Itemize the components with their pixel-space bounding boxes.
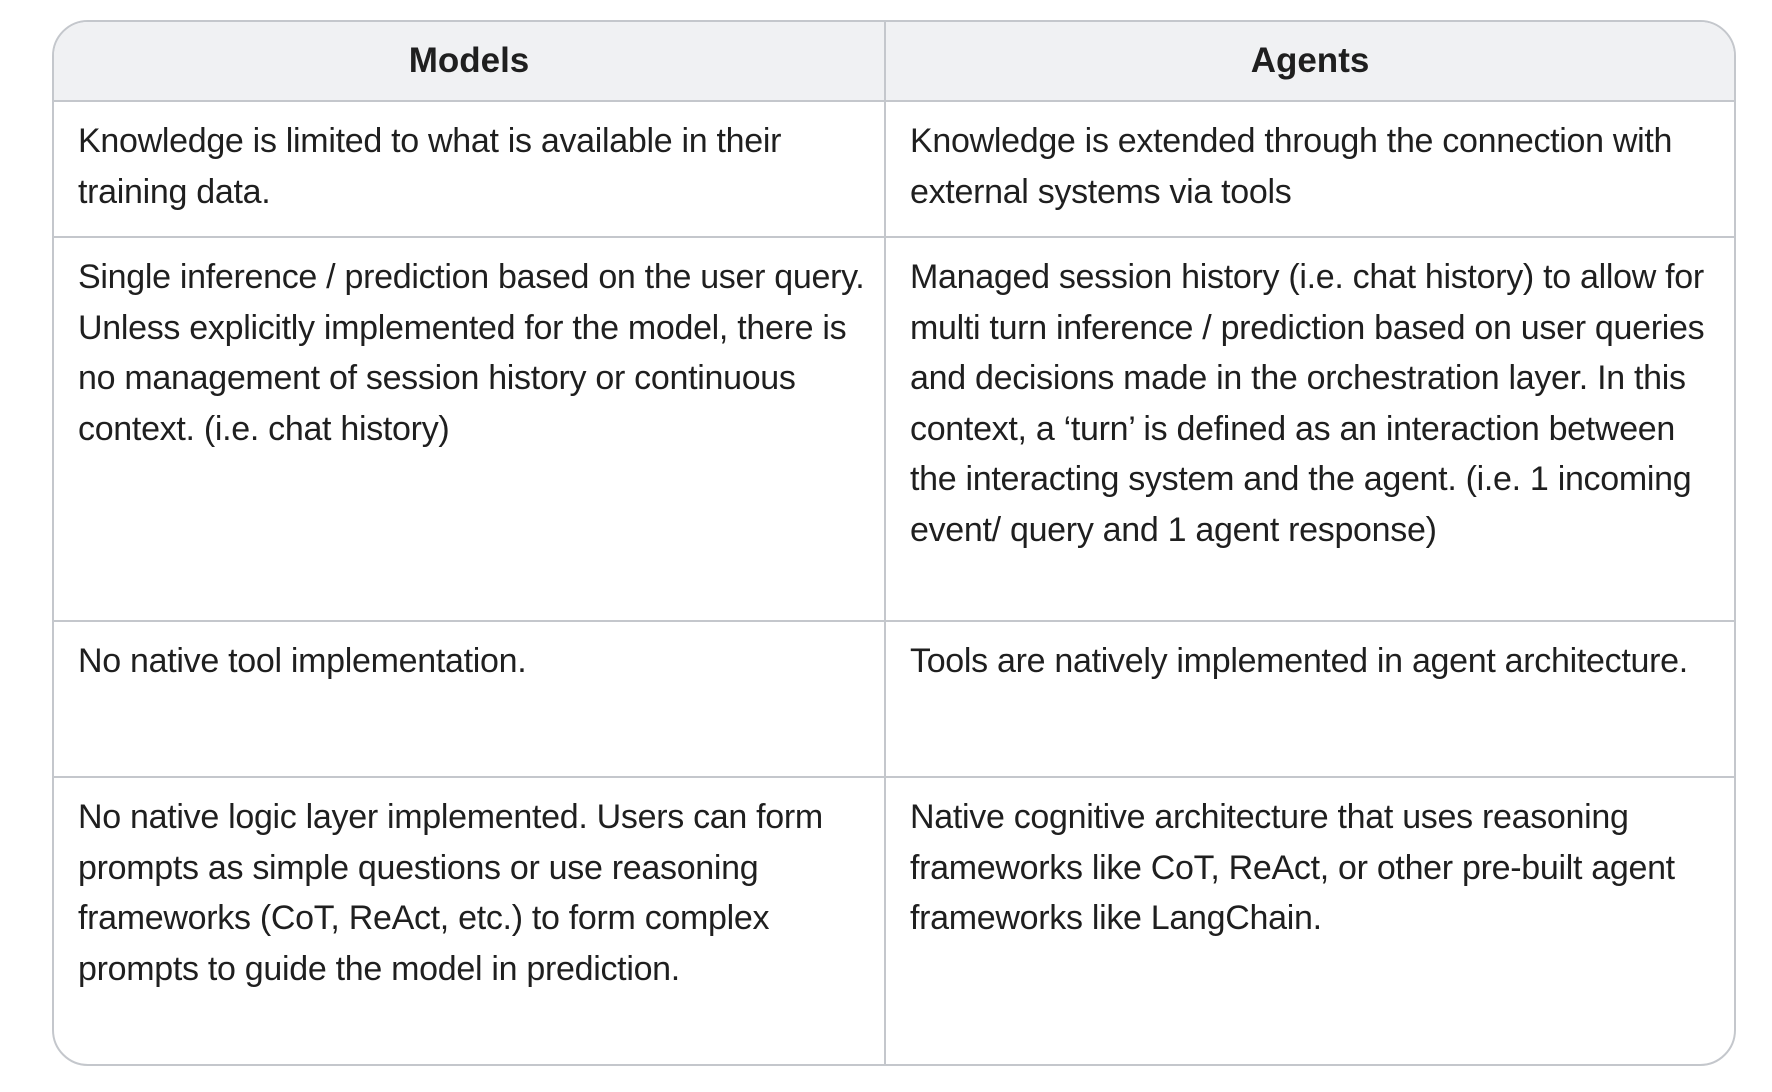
column-header-models: Models [54,22,885,102]
models-cell-knowledge: Knowledge is limited to what is availabl… [54,101,885,238]
agents-cell-knowledge: Knowledge is extended through the connec… [884,101,1734,238]
agents-cell-logic-layer: Native cognitive architecture that uses … [884,777,1734,1064]
table-row-tools: No native tool implementation. Tools are… [54,621,1734,778]
table-row-logic-layer: No native logic layer implemented. Users… [54,777,1734,1064]
models-vs-agents-table: Models Agents Knowledge is limited to wh… [54,22,1734,1064]
models-cell-session-history: Single inference / prediction based on t… [54,237,885,622]
models-cell-logic-layer: No native logic layer implemented. Users… [78,798,823,988]
table-header-row: Models Agents [54,22,1734,102]
column-header-agents: Agents [884,22,1734,102]
table-row-session-history: Single inference / prediction based on t… [54,237,1734,622]
agents-cell-tools: Tools are natively implemented in agent … [884,621,1734,778]
models-cell-tools: No native tool implementation. [54,621,885,778]
table-row-knowledge: Knowledge is limited to what is availabl… [54,101,1734,238]
comparison-table-container: Models Agents Knowledge is limited to wh… [52,20,1736,1066]
agents-cell-session-history: Managed session history (i.e. chat histo… [884,237,1734,622]
